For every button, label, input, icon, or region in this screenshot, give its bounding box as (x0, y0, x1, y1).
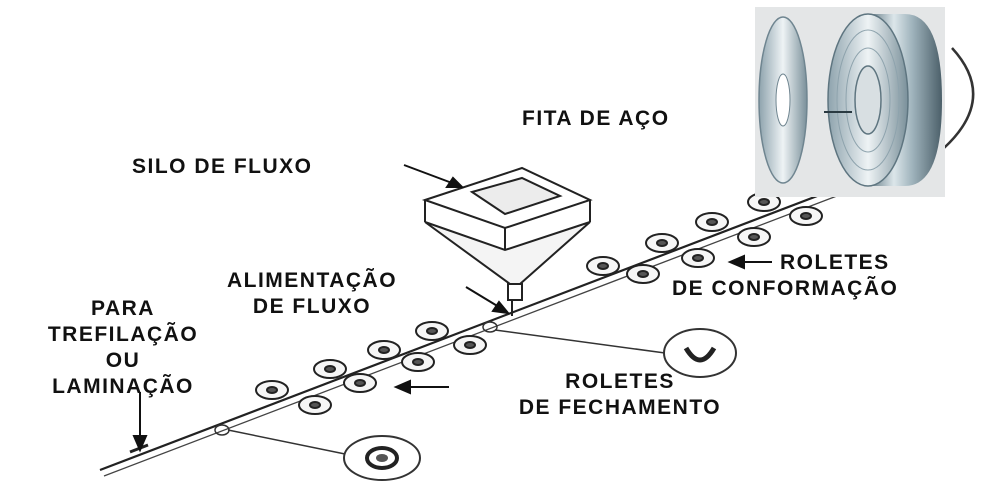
roller (681, 248, 715, 268)
weld-point-marker (214, 424, 230, 436)
roller (695, 212, 729, 232)
roller (586, 256, 620, 276)
leader-arrows (132, 164, 772, 453)
label-line: ALIMENTAÇÃO (226, 269, 398, 292)
cross-section-u (663, 328, 737, 378)
label-line: LAMINAÇÃO (52, 375, 194, 398)
cross-section-callouts (227, 329, 666, 455)
roller (789, 206, 823, 226)
roller (645, 233, 679, 253)
label-para-trefilacao-ou-laminacao: PARA TREFILAÇÃO OU LAMINAÇÃO (10, 296, 236, 400)
flux-hopper (421, 166, 593, 316)
label-line: TREFILAÇÃO (47, 323, 199, 346)
roller (343, 373, 377, 393)
cross-section-closed (343, 435, 421, 481)
label-line: DE FECHAMENTO (518, 396, 722, 419)
label-line: DE CONFORMAÇÃO (672, 277, 899, 300)
label-line: PARA (91, 297, 155, 320)
label-roletes-de-conformacao: ROLETES DE CONFORMAÇÃO (672, 250, 898, 302)
roller (367, 340, 401, 360)
roller (255, 380, 289, 400)
forming-rollers (586, 192, 823, 284)
label-fita-de-aco: FITA DE AÇO (522, 107, 670, 130)
label-alimentacao-de-fluxo: ALIMENTAÇÃO DE FLUXO (193, 268, 431, 320)
roller (415, 321, 449, 341)
roller (626, 264, 660, 284)
label-line: ROLETES (780, 251, 890, 274)
label-roletes-de-fechamento: ROLETES DE FECHAMENTO (462, 369, 778, 421)
roller (737, 227, 771, 247)
roller (298, 395, 332, 415)
label-line: DE FLUXO (252, 295, 372, 318)
label-line: OU (105, 349, 141, 372)
flux-point-marker (482, 321, 498, 333)
roller (747, 192, 781, 212)
steel-coil-image (755, 7, 945, 197)
roller (401, 352, 435, 372)
closing-rollers (255, 321, 487, 415)
feed-strip (943, 47, 975, 149)
roller (453, 335, 487, 355)
roller (313, 359, 347, 379)
label-silo-de-fluxo: SILO DE FLUXO (132, 155, 313, 178)
label-line: ROLETES (565, 370, 675, 393)
